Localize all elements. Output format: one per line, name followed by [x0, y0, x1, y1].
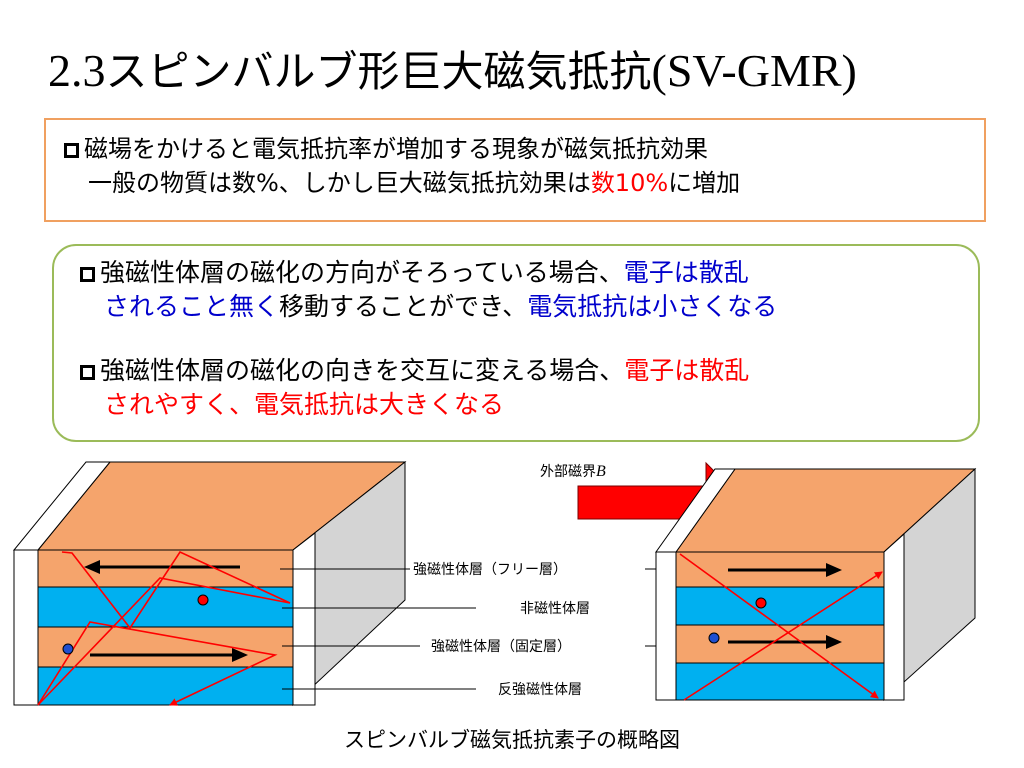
p1-text-a: 強磁性体層の磁化の方向がそろっている場合、: [100, 258, 624, 287]
right-electron-dot-red: [755, 597, 767, 609]
right-electron-dot-blue: [708, 632, 720, 644]
left-layer-nonmagnetic: [37, 586, 294, 628]
p2-red-1: 電子は散乱: [624, 356, 750, 385]
electron-dot-blue: [62, 643, 74, 655]
explanation-p2-line2: されやすく、電気抵抗は大きくなる: [80, 388, 978, 422]
definition-highlight: 数10%: [590, 169, 669, 197]
definition-line-2: 一般の物質は数%、しかし巨大磁気抵抗効果は数10%に増加: [64, 166, 984, 200]
right-magnetization-arrow-bottom: [728, 635, 842, 649]
left-layer-pinned: [37, 626, 294, 668]
definition-box: 磁場をかけると電気抵抗率が増加する現象が磁気抵抗効果 一般の物質は数%、しかし巨…: [44, 118, 986, 222]
p2-red-2: されやすく、電気抵抗は大きくなる: [104, 390, 505, 419]
right-layer-antiferro: [675, 662, 885, 701]
right-electron-path-2: [683, 571, 883, 701]
left-magnetization-arrow-top: [84, 560, 240, 574]
square-bullet-icon: [80, 267, 95, 282]
title-prefix: 2.3: [48, 45, 106, 96]
definition-line-1: 磁場をかけると電気抵抗率が増加する現象が磁気抵抗効果: [64, 132, 984, 166]
electron-dot-red: [197, 594, 209, 606]
layer-labels: 強磁性体層（フリー層） 非磁性体層 強磁性体層（固定層） 反強磁性体層: [413, 562, 590, 698]
left-end-cap-right: [292, 531, 316, 706]
p2-text-a: 強磁性体層の磁化の向きを交互に変える場合、: [100, 356, 625, 385]
right-layer-nonmagnetic: [675, 586, 885, 626]
right-layer-pinned: [675, 624, 885, 664]
right-end-cap-left: [655, 551, 677, 701]
explanation-box: 強磁性体層の磁化の方向がそろっている場合、電子は散乱 されること無く移動すること…: [52, 244, 980, 442]
p1-blue-2: されること無く: [104, 292, 280, 321]
right-device: [655, 467, 977, 702]
p1-blue-1: 電子は散乱: [623, 258, 749, 287]
spin-valve-diagram: 強磁性体層（フリー層） 非磁性体層 強磁性体層（固定層） 反強磁性体層 外部磁界…: [12, 460, 977, 707]
left-end-cap-left: [13, 549, 39, 706]
left-layer-antiferro: [37, 666, 294, 706]
explanation-p2-line1: 強磁性体層の磁化の向きを交互に変える場合、電子は散乱: [80, 354, 978, 388]
explanation-p1-line2: されること無く移動することができ、電気抵抗は小さくなる: [80, 290, 978, 324]
title-suffix: (SV-GMR): [651, 45, 857, 96]
square-bullet-icon: [80, 365, 95, 380]
title-main: スピンバルブ形巨大磁気抵抗: [105, 47, 652, 96]
left-magnetization-arrow-bottom: [90, 648, 248, 662]
p1-text-b: 移動することができ、: [279, 292, 528, 321]
page-title: 2.3スピンバルブ形巨大磁気抵抗(SV-GMR): [48, 38, 857, 99]
explanation-p1-line1: 強磁性体層の磁化の方向がそろっている場合、電子は散乱: [80, 256, 978, 290]
label-free-layer: 強磁性体層（フリー層）: [413, 562, 567, 578]
right-end-cap-right: [883, 532, 905, 701]
left-electron-path: [37, 550, 291, 706]
external-field-label: 外部磁界B: [540, 463, 606, 480]
definition-text-1: 磁場をかけると電気抵抗率が増加する現象が磁気抵抗効果: [84, 135, 708, 163]
definition-text-2b: に増加: [668, 169, 741, 197]
label-antiferro-layer: 反強磁性体層: [498, 682, 582, 698]
label-nonmagnetic-layer: 非磁性体層: [520, 601, 590, 617]
p1-blue-3: 電気抵抗は小さくなる: [527, 292, 778, 321]
left-device: [12, 460, 407, 707]
right-electron-path-1: [679, 553, 879, 699]
square-bullet-icon: [64, 143, 79, 158]
diagram-caption: スピンバルブ磁気抵抗素子の概略図: [344, 728, 680, 752]
label-pinned-layer: 強磁性体層（固定層）: [431, 639, 571, 655]
right-magnetization-arrow-top: [728, 563, 842, 577]
definition-text-2a: 一般の物質は数%、しかし巨大磁気抵抗効果は: [88, 169, 591, 197]
